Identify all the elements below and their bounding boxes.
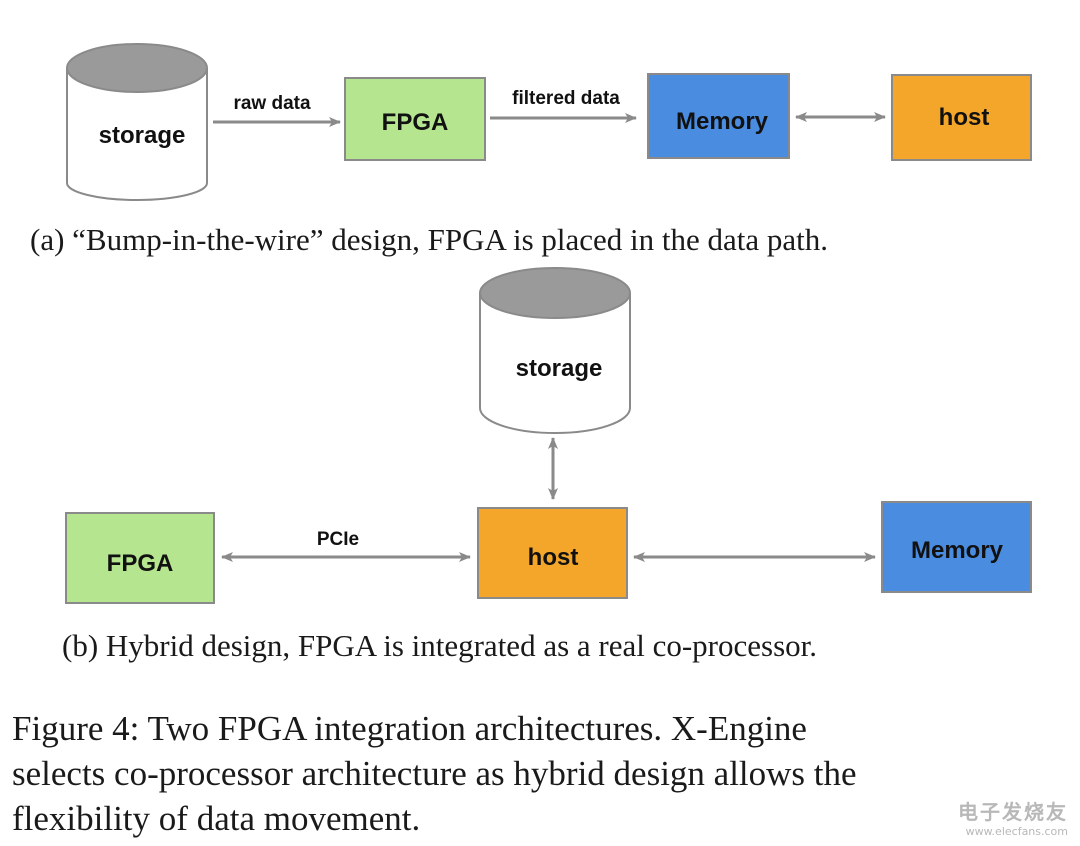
fpga-box-a: FPGA (344, 77, 486, 161)
watermark: 电子发烧友 www.elecfans.com (958, 796, 1068, 838)
host-label-b: host (528, 544, 579, 571)
storage-cylinder-b: storage (479, 267, 631, 434)
host-box-a: host (891, 74, 1032, 161)
figure-caption-line-2: selects co-processor architecture as hyb… (12, 754, 857, 793)
memory-box-b: Memory (881, 501, 1032, 593)
pcie-label: PCIe (317, 529, 359, 550)
fpga-label-b: FPGA (107, 550, 174, 577)
filtered-data-label: filtered data (512, 88, 620, 109)
architecture-diagram: storage raw data FPGA filtered data Memo… (65, 43, 1032, 604)
raw-data-label: raw data (233, 93, 311, 114)
memory-box-a: Memory (647, 73, 790, 159)
figure-caption: Figure 4: Two FPGA integration architect… (12, 706, 1052, 841)
figure-caption-line-1: Figure 4: Two FPGA integration architect… (12, 709, 807, 748)
memory-label-b: Memory (911, 537, 1004, 564)
memory-label-a: Memory (676, 108, 769, 135)
watermark-title: 电子发烧友 (958, 800, 1068, 824)
subcaption-b: (b) Hybrid design, FPGA is integrated as… (62, 628, 818, 663)
subcaption-a: (a) “Bump-in-the-wire” design, FPGA is p… (30, 222, 829, 257)
storage-label-b: storage (516, 355, 603, 382)
storage-cylinder-a: storage (66, 43, 208, 201)
watermark-url: www.elecfans.com (965, 825, 1068, 838)
storage-label-a: storage (99, 122, 186, 149)
fpga-label-a: FPGA (382, 109, 449, 136)
fpga-box-b: FPGA (65, 512, 215, 604)
host-label-a: host (939, 104, 990, 131)
host-box-b: host (477, 507, 628, 599)
figure-caption-line-3: flexibility of data movement. (12, 799, 421, 838)
